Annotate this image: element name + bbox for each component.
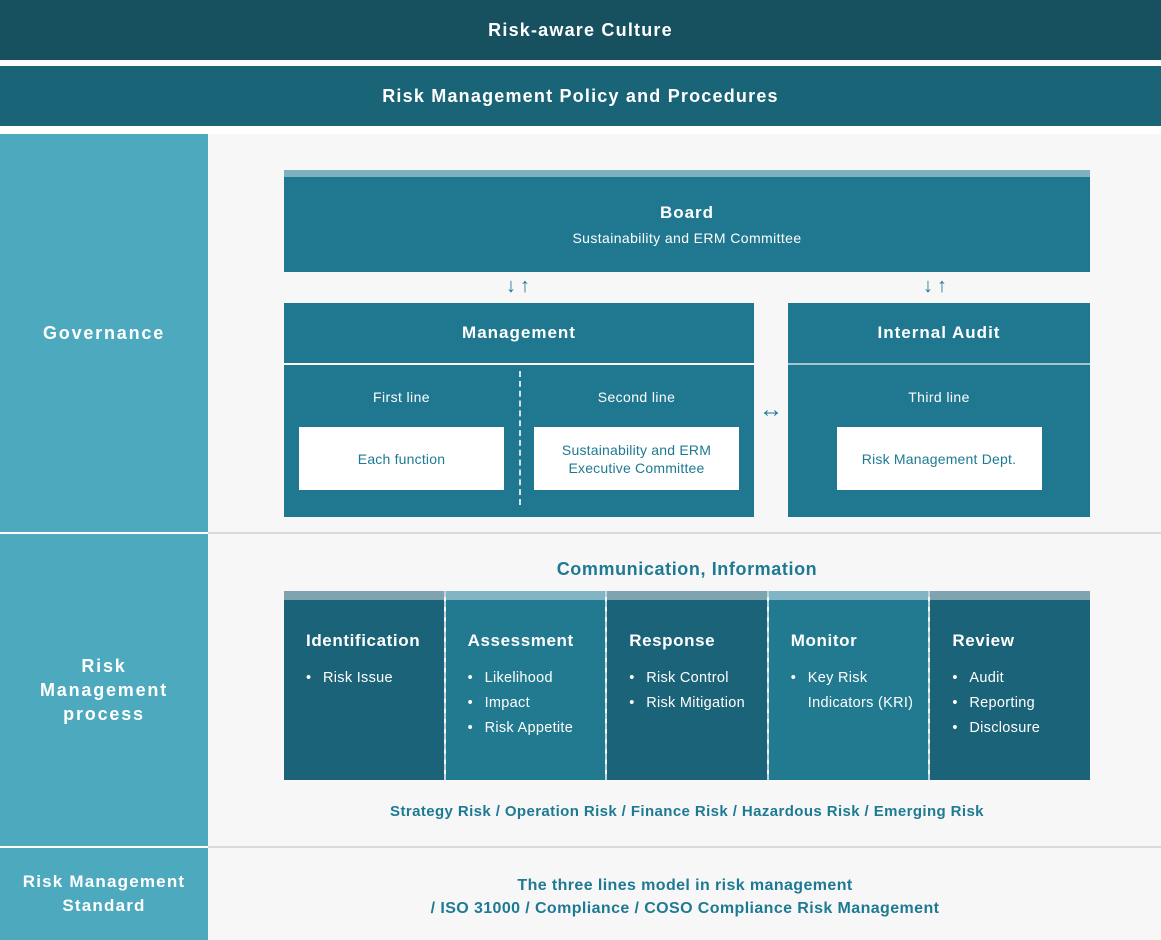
arrow-up-icon: ↑ [520,275,534,297]
board-accent-strip [284,170,1090,177]
standard-line-2: / ISO 31000 / Compliance / COSO Complian… [430,900,940,917]
list-item: Reporting [952,691,1076,716]
column-monitor: Monitor Key Risk Indicators (KRI) [766,591,929,780]
list-item: Disclosure [952,716,1076,741]
third-line-column: Third line Risk Management Dept. [788,365,1090,515]
column-review: Review Audit Reporting Disclosure [928,591,1090,780]
column-monitor-title: Monitor [790,631,858,650]
first-second-line-divider [519,371,521,505]
sidebar-section-standard: Risk Management Standard [0,848,208,940]
column-identification-title: Identification [306,631,421,650]
risk-management-dept-box: Risk Management Dept. [836,427,1042,490]
management-title: Management [284,303,754,365]
list-item: Risk Control [629,666,753,691]
second-line-column: Second line Sustainability and ERM Execu… [519,365,754,515]
column-assessment-title: Assessment [467,631,574,650]
first-line-column: First line Each function [284,365,519,515]
list-item: Impact [468,691,592,716]
banner-policy-procedures: Risk Management Policy and Procedures [0,66,1161,126]
list-item: Likelihood [468,666,592,691]
sidebar-section-governance: Governance [0,134,208,532]
arrow-down-icon: ↓ [923,275,937,297]
column-assessment: Assessment Likelihood Impact Risk Appeti… [443,591,606,780]
arrow-down-icon: ↓ [506,275,520,297]
board-internal-audit-arrows: ↓↑ [905,275,969,301]
list-item: Risk Issue [306,666,430,691]
arrow-up-icon: ↑ [937,275,951,297]
management-box: Management First line Each function Seco… [284,303,754,517]
internal-audit-box: Internal Audit Third line Risk Managemen… [788,303,1090,517]
arrow-left-right-icon: ↔ [759,396,783,423]
internal-audit-title: Internal Audit [788,303,1090,365]
first-line-label: First line [373,389,430,405]
board-subtitle: Sustainability and ERM Committee [572,230,802,246]
column-accent-strip [930,591,1090,600]
section-divider-governance-process [208,532,1161,534]
banner-policy-procedures-label: Risk Management Policy and Procedures [382,85,779,106]
column-review-title: Review [952,631,1015,650]
sidebar-governance-label: Governance [42,323,166,343]
column-response: Response Risk Control Risk Mitigation [605,591,767,780]
board-box: Board Sustainability and ERM Committee [284,170,1090,272]
sidebar-process-label: Risk Management process [39,656,169,724]
each-function-box: Each function [299,427,504,490]
list-item: Audit [952,666,1076,691]
section-divider-process-standard [208,846,1161,848]
communication-information-title: Communication, Information [556,559,818,579]
column-accent-strip [284,591,444,600]
column-accent-strip [768,591,929,600]
column-identification: Identification Risk Issue [284,591,444,780]
second-line-label: Second line [597,389,676,405]
list-item: Risk Appetite [468,716,592,741]
standard-line-1: The three lines model in risk management [517,877,853,894]
column-accent-strip [607,591,767,600]
risk-standard-text: The three lines model in risk management… [240,874,1130,920]
process-columns: Identification Risk Issue Assessment Lik… [284,591,1090,780]
sidebar-section-process: Risk Management process [0,534,208,846]
sidebar-standard-label: Risk Management Standard [22,872,186,915]
erm-executive-committee-box: Sustainability and ERM Executive Committ… [534,427,739,490]
list-item: Key Risk Indicators (KRI) [791,666,915,716]
column-accent-strip [445,591,606,600]
column-response-title: Response [629,631,716,650]
list-item: Risk Mitigation [629,691,753,716]
banner-risk-aware-culture: Risk-aware Culture [0,0,1161,60]
third-line-label: Third line [908,389,970,405]
banner-risk-aware-culture-label: Risk-aware Culture [488,19,673,40]
board-management-arrows: ↓↑ [488,275,552,301]
risk-types-line: Strategy Risk / Operation Risk / Finance… [390,803,984,820]
board-title: Board [659,203,715,222]
